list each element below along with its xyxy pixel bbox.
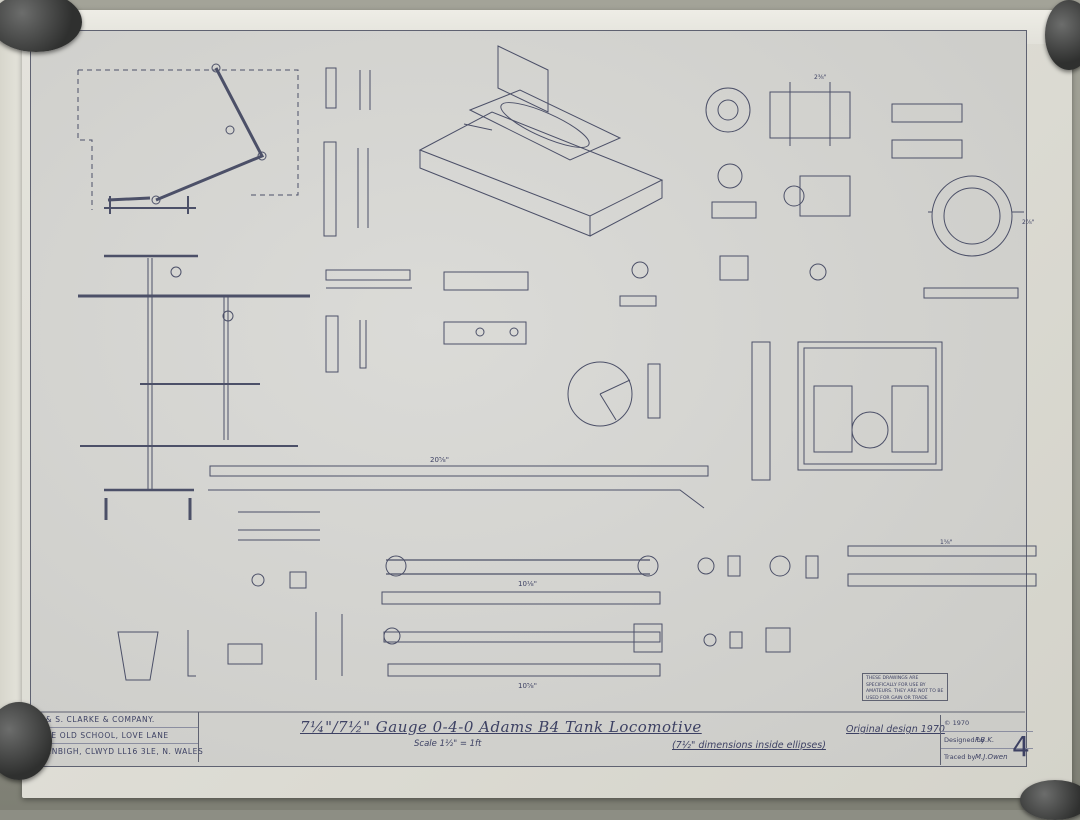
original-design: Original design 1970 [846, 724, 945, 735]
designed-by-label: Designed by [944, 736, 985, 744]
ellipse-note: (7½" dimensions inside ellipses) [672, 740, 826, 751]
reversing-stand [78, 254, 310, 520]
isometric-jig [418, 45, 664, 237]
amateur-note: THESE DRAWINGS ARE SPECIFICALLY FOR USE … [862, 673, 948, 701]
blueprint-plate [30, 30, 1027, 767]
designed-by-value: F.B.K. [975, 736, 995, 744]
small-parts [117, 511, 819, 681]
paper-weight-bottom-left [0, 702, 52, 780]
drawing-scale: Scale 1½" = 1ft [414, 739, 482, 749]
lever-details [323, 67, 529, 373]
paper-weight-top-right [1045, 0, 1080, 70]
dim-overall-rod: 20⅝" [430, 456, 449, 464]
quadrant-disc [567, 361, 661, 427]
sheet-number: 4 [1012, 730, 1030, 763]
dim-coupling-rod: 10⅛" [518, 580, 537, 588]
long-rods [208, 465, 1037, 677]
dim-bracket-height: 2⅞" [1022, 219, 1035, 226]
traced-by-row: Traced by M.J.Owen [941, 749, 1033, 765]
linkage-diagram [77, 63, 299, 214]
maker-block: J.& S. CLARKE & COMPANY. THE OLD SCHOOL,… [36, 712, 204, 762]
traced-by-label: Traced by [944, 753, 976, 761]
paper-weight-top-left [0, 0, 82, 52]
drawing-title: 7¼"/7½" Gauge 0-4-0 Adams B4 Tank Locomo… [300, 718, 702, 736]
fittings [619, 82, 1024, 307]
frame-plate [751, 341, 943, 481]
maker-line-2: THE OLD SCHOOL, LOVE LANE [36, 728, 198, 744]
dim-lower-rod: 10⅝" [518, 682, 537, 690]
maker-line-1: J.& S. CLARKE & COMPANY. [36, 712, 198, 728]
copyright: © 1970 [941, 715, 1033, 732]
designed-by-row: Designed by F.B.K. [941, 732, 1033, 749]
maker-line-3: DENBIGH, CLWYD LL16 3LE, N. WALES [40, 747, 204, 756]
dim-plate: 1⅝" [940, 539, 953, 546]
traced-by-value: M.J.Owen [975, 753, 1008, 761]
paper-weight-bottom-right [1020, 780, 1080, 820]
credits-block: © 1970 Designed by F.B.K. Traced by M.J.… [940, 715, 1033, 765]
dim-plate-width: 2⅜" [814, 74, 827, 81]
